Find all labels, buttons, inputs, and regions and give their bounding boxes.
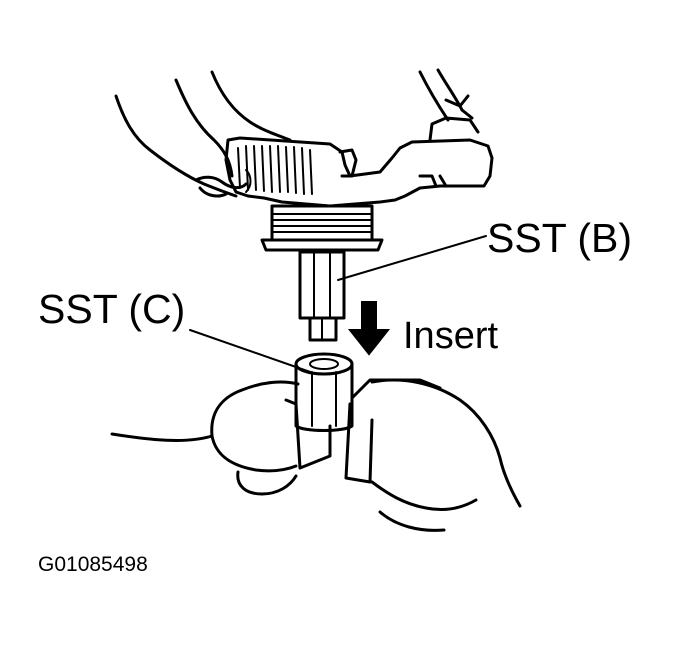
sst-b-tool	[298, 250, 346, 342]
lower-left-hand	[110, 380, 300, 496]
sst-c-label: SST (C)	[38, 286, 186, 332]
sst-c-leader-line	[189, 329, 317, 375]
figure-id: G01085498	[38, 553, 148, 576]
insert-label: Insert	[403, 315, 499, 357]
lower-right-hand	[370, 378, 522, 532]
sst-c-tool	[294, 352, 354, 432]
vise-jaws	[284, 378, 442, 484]
sst-b-leader-line	[337, 235, 487, 281]
alternator-pulley	[260, 204, 384, 252]
insert-arrow	[347, 301, 391, 356]
sst-b-label: SST (B)	[487, 215, 633, 261]
alternator-housing	[224, 116, 494, 208]
right-hand	[418, 68, 474, 122]
left-hand	[114, 70, 292, 198]
